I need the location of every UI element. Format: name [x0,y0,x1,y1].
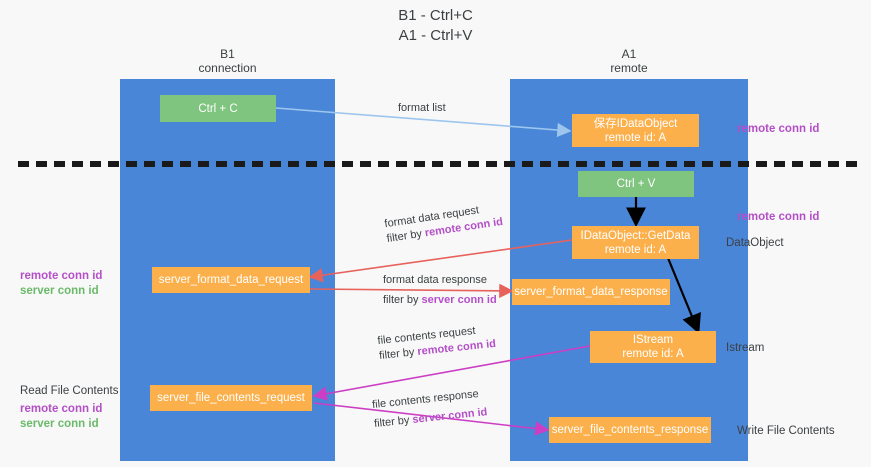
node-save-idataobject-line1: 保存IDataObject [593,117,678,130]
node-ctrl-c-label: Ctrl + C [198,102,238,115]
arrow-file-contents-response [313,402,550,436]
node-ctrl-v-label: Ctrl + V [616,178,656,190]
arrow-file-contents-request [312,345,591,401]
annotation-right-write-file-contents-text: Write File Contents [737,425,835,437]
annotation-right-remote-conn-id-top-text: remote conn id [737,123,820,135]
edge-label-format-data-response-prefix: filter by [383,294,422,306]
annotation-left-server-conn-id-bottom: server conn id [20,418,99,430]
node-ctrl-c[interactable]: Ctrl + C [160,95,276,122]
arrow-format-data-response [309,283,514,299]
edge-label-file-contents-response-prefix: filter by [373,414,414,431]
lane-header-a1-role: remote [610,61,648,75]
lane-header-b1: B1 connection [120,47,335,75]
edge-label-format-data-response: format data response filter by server co… [383,273,497,308]
arrow-format-list [275,107,572,138]
annotation-left-read-file-contents-text: Read File Contents [20,385,119,397]
edge-label-format-data-response-key: server conn id [421,294,497,306]
node-idataobject-getdata-line2: remote id: A [604,243,667,256]
edge-label-format-data-response-line1: format data response [383,274,487,286]
arrow-format-data-request [308,239,573,283]
node-save-idataobject[interactable]: 保存IDataObject remote id: A [572,114,699,147]
node-idataobject-getdata-line1: IDataObject::GetData [580,229,691,242]
lane-header-b1-name: B1 [220,47,235,61]
node-server-file-contents-response[interactable]: server_file_contents_response [549,417,711,443]
annotation-right-remote-conn-id-mid-text: remote conn id [737,211,820,223]
node-istream-line1: IStream [632,334,674,346]
node-server-file-contents-request[interactable]: server_file_contents_request [150,385,312,411]
annotation-right-write-file-contents: Write File Contents [737,424,835,439]
page-title-line1: B1 - Ctrl+C [398,7,473,24]
annotation-left-conn-ids-mid: remote conn id server conn id [20,269,102,299]
edge-label-file-contents-request-prefix: filter by [378,346,419,363]
node-server-file-contents-request-label: server_file_contents_request [157,392,305,404]
page-title-line2: A1 - Ctrl+V [398,27,473,44]
edge-label-format-list: format list [398,101,446,116]
annotation-right-dataobject: DataObject [726,236,784,251]
page-title: B1 - Ctrl+C A1 - Ctrl+V [0,6,871,46]
annotation-right-remote-conn-id-mid: remote conn id [737,210,819,225]
node-ctrl-v[interactable]: Ctrl + V [578,171,694,197]
annotation-right-remote-conn-id-top: remote conn id [737,122,819,137]
annotation-left-server-conn-id-mid: server conn id [20,285,99,297]
annotation-right-istream: Istream [726,341,764,356]
annotation-right-dataobject-text: DataObject [726,237,784,249]
node-save-idataobject-line2: remote id: A [604,131,667,144]
edge-label-format-list-text: format list [398,102,446,114]
annotation-left-remote-conn-id-bottom: remote conn id [20,403,103,415]
node-server-format-data-request[interactable]: server_format_data_request [152,267,310,293]
arrow-getdata-istream [666,257,701,335]
lane-header-a1-name: A1 [621,47,637,61]
annotation-left-conn-ids-bottom: remote conn id server conn id [20,402,102,432]
node-server-format-data-request-label: server_format_data_request [158,274,304,286]
node-server-format-data-response[interactable]: server_format_data_response [512,279,670,305]
annotation-left-remote-conn-id-mid: remote conn id [20,270,103,282]
node-server-format-data-response-label: server_format_data_response [514,286,668,298]
lane-header-a1: A1 remote [510,47,748,75]
lane-header-b1-role: connection [198,61,257,75]
node-server-file-contents-response-label: server_file_contents_response [551,424,709,436]
node-istream-line2: remote id: A [622,348,684,360]
node-idataobject-getdata[interactable]: IDataObject::GetData remote id: A [572,226,699,259]
annotation-left-read-file-contents: Read File Contents [20,384,118,399]
edge-label-format-data-response-line2: filter by server conn id [383,293,497,308]
annotation-right-istream-text: Istream [726,342,765,354]
node-istream[interactable]: IStream remote id: A [590,331,716,363]
